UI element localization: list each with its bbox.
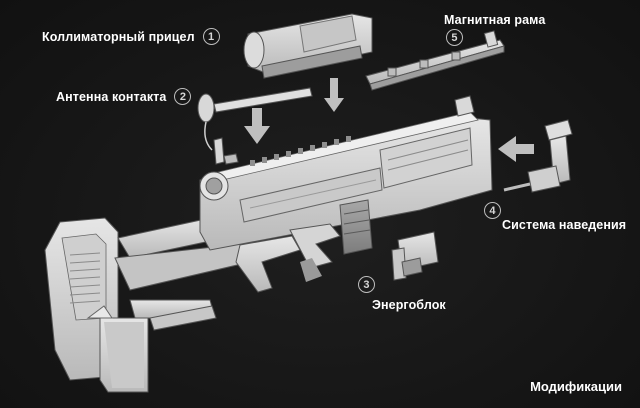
callout-number-badge: 5 [446,29,463,46]
callout-label: Магнитная рама [444,13,546,27]
barrel-part [149,305,217,331]
left-arrow-icon [498,136,534,162]
grip-part [235,199,373,293]
callout-contact-antenna: Антенна контакта 2 [56,88,192,105]
callout-number-badge: 4 [484,202,501,219]
callout-number-badge: 1 [202,28,220,45]
callout-guidance-system-badge: 4 [484,202,501,219]
callout-collimator-sight: Коллиматорный прицел 1 [42,28,220,45]
callout-number-badge: 2 [174,88,192,105]
magnetic-frame-part [365,30,505,91]
down-arrow-icon [244,108,270,144]
stock-part [44,217,251,393]
down-arrow-icon [324,78,344,112]
callout-label: Коллиматорный прицел [42,29,195,44]
collimator-sight-part [243,13,373,79]
page-title: Модификации [530,379,622,394]
callout-number-badge: 3 [358,276,375,293]
callout-label: Система наведения [502,218,627,232]
callout-magnetic-frame: Магнитная рама [444,13,545,27]
callout-label: Энергоблок [372,298,446,312]
guidance-system-part [503,119,573,193]
contact-antenna-part [197,87,313,165]
callout-label: Антенна контакта [56,89,167,104]
callout-energy-block-badge: 3 [358,276,375,293]
callout-magnetic-frame-badge: 5 [446,29,463,46]
energy-block-part [391,231,439,281]
receiver-part [199,95,493,251]
callout-energy-block: Энергоблок [372,298,446,312]
callout-guidance-system: Система наведения [502,218,626,232]
